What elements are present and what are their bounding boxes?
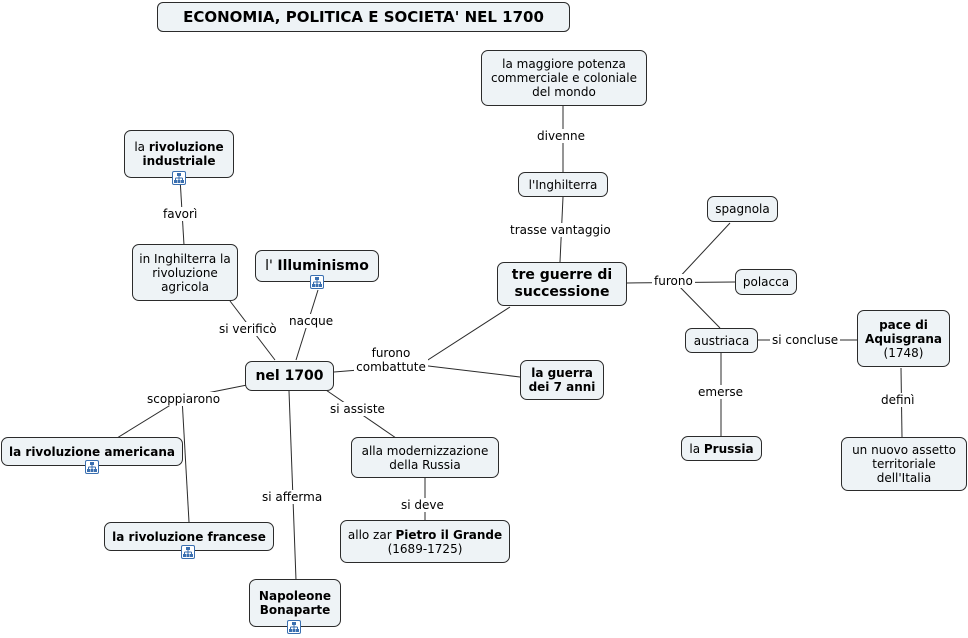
submap-icon-francese[interactable]	[181, 545, 195, 559]
node-polacca[interactable]: polacca	[735, 269, 797, 295]
node-text: polacca	[742, 275, 790, 289]
label-si-concluse: si concluse	[770, 333, 841, 347]
label-nacque: nacque	[287, 314, 336, 328]
label-divenne: divenne	[535, 129, 588, 143]
page-title-text: ECONOMIA, POLITICA E SOCIETA' NEL 1700	[183, 8, 544, 26]
node-guerra-7-anni[interactable]: la guerra dei 7 anni	[520, 360, 604, 400]
node-text: nel 1700	[255, 368, 324, 384]
node-text: spagnola	[715, 202, 770, 216]
label-scoppiarono: scoppiarono	[145, 392, 223, 406]
label-si-afferma: si afferma	[260, 490, 325, 504]
node-text: austriaca	[693, 333, 750, 348]
label-favori: favorì	[161, 207, 200, 221]
edge-scoppiarono-francese	[181, 397, 190, 523]
node-text: alla modernizzazione della Russia	[361, 443, 489, 472]
node-text-bold: pace di Aquisgrana	[865, 317, 942, 346]
edge-combattute-guerra7	[419, 364, 521, 378]
node-text: la rivoluzione francese	[112, 529, 266, 544]
node-spagnola[interactable]: spagnola	[707, 196, 778, 222]
submap-icon-industriale[interactable]	[172, 171, 186, 185]
node-text-pre: l'	[265, 257, 278, 274]
node-modernizzazione-russia[interactable]: alla modernizzazione della Russia	[351, 437, 499, 478]
node-text-bold: Prussia	[703, 441, 754, 456]
page-title: ECONOMIA, POLITICA E SOCIETA' NEL 1700	[157, 2, 570, 32]
node-pace-aquisgrana[interactable]: pace di Aquisgrana (1748)	[857, 310, 950, 367]
node-austriaca[interactable]: austriaca	[685, 328, 758, 353]
submap-icon-illuminismo[interactable]	[310, 275, 324, 289]
node-text: la rivoluzione americana	[9, 444, 175, 459]
edge-nel1700-napoleone	[288, 390, 297, 581]
label-defini: definì	[879, 393, 917, 407]
node-nel-1700[interactable]: nel 1700	[245, 361, 334, 391]
submap-icon-americana[interactable]	[85, 460, 99, 474]
submap-icon-napoleone[interactable]	[287, 620, 301, 634]
node-text-pre: la	[689, 441, 704, 456]
node-nuovo-assetto[interactable]: un nuovo assetto territoriale dell'Itali…	[841, 437, 967, 491]
label-furono-combattute: furono combattute	[354, 346, 428, 374]
node-text-bold: Pietro il Grande	[395, 527, 503, 542]
edge-furono-spagnola	[674, 222, 731, 283]
node-text: l' Illuminismo	[265, 258, 369, 275]
node-text: tre guerre di successione	[511, 267, 613, 300]
node-text: (1748)	[883, 345, 924, 360]
edge-furono-austriaca	[674, 281, 721, 329]
node-inghilterra[interactable]: l'Inghilterra	[518, 172, 608, 197]
label-furono: furono	[652, 274, 695, 288]
node-text: la maggiore potenza commerciale e coloni…	[490, 57, 637, 99]
label-si-verifico: si verificò	[217, 322, 279, 336]
node-text: l'Inghilterra	[528, 177, 598, 192]
label-si-assiste: si assiste	[328, 402, 387, 416]
node-text: la Prussia	[689, 442, 753, 456]
node-napoleone[interactable]: Napoleone Bonaparte	[249, 579, 341, 627]
node-prussia[interactable]: la Prussia	[681, 436, 762, 461]
label-emerse: emerse	[696, 385, 746, 399]
node-text-bold: Illuminismo	[277, 257, 369, 274]
node-text: (1689-1725)	[387, 541, 463, 556]
node-text: la guerra dei 7 anni	[528, 366, 596, 394]
node-pietro-il-grande[interactable]: allo zar Pietro il Grande (1689-1725)	[340, 520, 510, 563]
node-text: un nuovo assetto territoriale dell'Itali…	[852, 443, 956, 485]
node-text-bold: rivoluzione industriale	[142, 140, 224, 168]
node-illuminismo[interactable]: l' Illuminismo	[255, 250, 379, 282]
node-text: allo zar Pietro il Grande	[348, 528, 502, 542]
node-text-pre: la	[134, 140, 149, 154]
node-text: Napoleone Bonaparte	[258, 589, 332, 617]
label-trasse-vantaggio: trasse vantaggio	[508, 223, 613, 237]
node-rivoluzione-agricola[interactable]: in Inghilterra la rivoluzione agricola	[132, 244, 238, 301]
node-rivoluzione-americana[interactable]: la rivoluzione americana	[1, 437, 183, 466]
node-text: in Inghilterra la rivoluzione agricola	[139, 251, 231, 294]
node-maggiore-potenza[interactable]: la maggiore potenza commerciale e coloni…	[481, 50, 647, 106]
node-text-pre: allo zar	[347, 527, 396, 542]
node-tre-guerre[interactable]: tre guerre di successione	[497, 262, 627, 306]
label-si-deve: si deve	[399, 498, 446, 512]
node-text: la rivoluzione industriale	[129, 140, 229, 168]
